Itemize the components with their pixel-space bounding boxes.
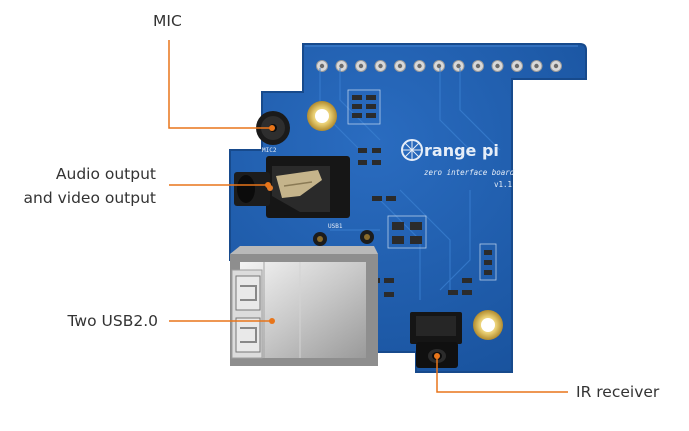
header-pin-hole [553, 63, 559, 69]
pcb-traces [319, 68, 501, 300]
header-pin-hole [514, 63, 520, 69]
header-pin-hole [417, 63, 422, 69]
audio-jack [234, 156, 350, 218]
ir-callout: IR receiver [576, 383, 660, 401]
silkscreen-text: range pi zero interface board v1.1 USB1 … [262, 139, 515, 230]
pin-header [316, 60, 562, 72]
header-pin-hole [319, 63, 325, 69]
ir-leader-line [436, 356, 568, 393]
usb-connector [230, 246, 378, 366]
header-pin-hole [339, 63, 344, 69]
header-pin-hole [378, 63, 383, 69]
audio-video-callout-line1: Audio output [55, 165, 156, 183]
header-pin-hole [436, 63, 442, 69]
silk-outlines [347, 89, 497, 281]
header-pin-hole [397, 63, 403, 69]
subtitle-silk: zero interface board [424, 168, 515, 177]
header-pin-hole [358, 63, 364, 69]
usb-capacitors [313, 230, 374, 246]
header-pin-hole [495, 63, 500, 69]
header-pin-hole [534, 63, 539, 69]
audio-video-callout-line2: and video output [23, 189, 156, 207]
usb-ref-silk: USB1 [328, 223, 343, 230]
ir-receiver [410, 312, 462, 368]
mic-leader-line [168, 40, 272, 129]
mount-hole-top [307, 101, 337, 131]
brand-silk: range pi [424, 141, 499, 160]
mount-hole-bottom [473, 310, 503, 340]
header-pin-hole [475, 63, 481, 69]
header-pin-hole [456, 63, 461, 69]
mic-callout: MIC [153, 12, 182, 30]
usb-callout: Two USB2.0 [67, 312, 158, 330]
leader-lines [168, 40, 568, 393]
mic-ref-silk: MIC2 [262, 147, 277, 154]
version-silk: v1.1 [494, 180, 512, 189]
smd-components [352, 95, 492, 297]
leader-dots [265, 125, 440, 359]
